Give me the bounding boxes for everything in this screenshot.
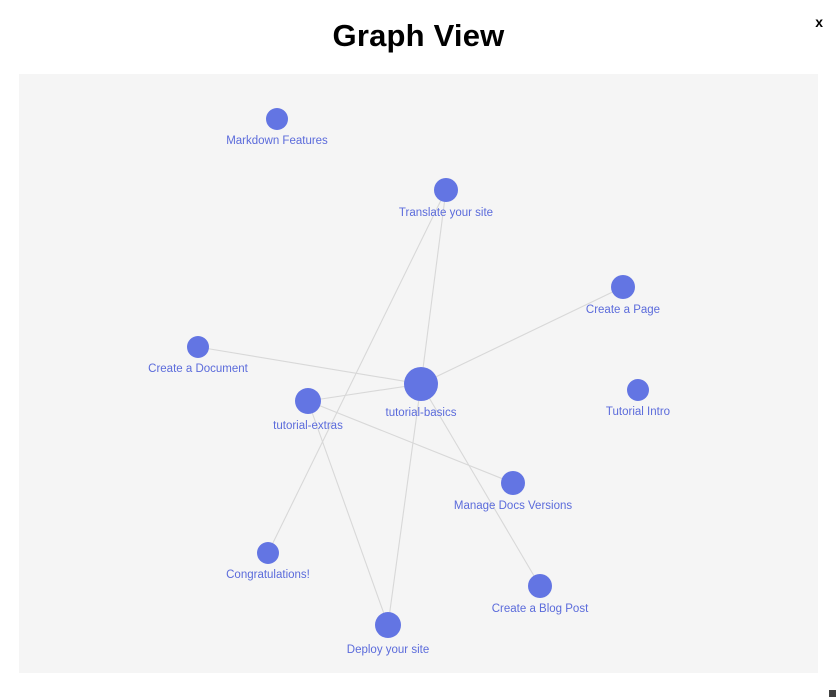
node-label: Create a Document bbox=[148, 363, 249, 375]
node-circle[interactable] bbox=[627, 379, 649, 401]
node-circle[interactable] bbox=[528, 574, 552, 598]
graph-node-tutorial-intro[interactable]: Tutorial Intro bbox=[606, 379, 670, 418]
node-label: Deploy your site bbox=[347, 644, 429, 656]
graph-edge bbox=[267, 189, 447, 554]
close-button[interactable]: x bbox=[815, 14, 823, 30]
node-circle[interactable] bbox=[375, 612, 401, 638]
node-circle[interactable] bbox=[404, 367, 438, 401]
node-label: tutorial-extras bbox=[273, 420, 343, 432]
graph-node-create-a-page[interactable]: Create a Page bbox=[586, 275, 660, 316]
graph-edge bbox=[307, 383, 422, 402]
node-label: Translate your site bbox=[399, 207, 493, 219]
graph-node-create-a-document[interactable]: Create a Document bbox=[148, 336, 249, 375]
node-label: Markdown Features bbox=[226, 135, 328, 147]
graph-node-create-a-blog-post[interactable]: Create a Blog Post bbox=[492, 574, 589, 615]
graph-edge bbox=[197, 346, 422, 385]
node-circle[interactable] bbox=[257, 542, 279, 564]
node-circle[interactable] bbox=[266, 108, 288, 130]
node-label: Congratulations! bbox=[226, 569, 310, 581]
graph-node-tutorial-extras[interactable]: tutorial-extras bbox=[273, 388, 343, 432]
graph-edge bbox=[420, 189, 447, 385]
node-label: Create a Blog Post bbox=[492, 603, 589, 615]
graph-node-translate-your-site[interactable]: Translate your site bbox=[399, 178, 493, 219]
scroll-corner bbox=[829, 690, 836, 697]
graph-node-congratulations[interactable]: Congratulations! bbox=[226, 542, 310, 581]
graph-edge bbox=[307, 400, 389, 626]
node-label: Manage Docs Versions bbox=[454, 500, 573, 512]
node-label: Tutorial Intro bbox=[606, 406, 670, 418]
graph-edge bbox=[307, 400, 514, 484]
node-circle[interactable] bbox=[434, 178, 458, 202]
graph-node-deploy-your-site[interactable]: Deploy your site bbox=[347, 612, 429, 656]
graph-edge bbox=[387, 383, 422, 626]
graph-node-markdown-features[interactable]: Markdown Features bbox=[226, 108, 328, 147]
graph-edge bbox=[420, 383, 541, 587]
node-circle[interactable] bbox=[187, 336, 209, 358]
node-label: Create a Page bbox=[586, 304, 660, 316]
node-circle[interactable] bbox=[501, 471, 525, 495]
graph-node-manage-docs-versions[interactable]: Manage Docs Versions bbox=[454, 471, 573, 512]
page-title: Graph View bbox=[332, 18, 505, 53]
node-label: tutorial-basics bbox=[386, 407, 457, 419]
node-circle[interactable] bbox=[295, 388, 321, 414]
node-circle[interactable] bbox=[611, 275, 635, 299]
graph-edge bbox=[420, 286, 624, 385]
edge-layer bbox=[197, 189, 624, 626]
graph-node-tutorial-basics[interactable]: tutorial-basics bbox=[386, 367, 457, 419]
